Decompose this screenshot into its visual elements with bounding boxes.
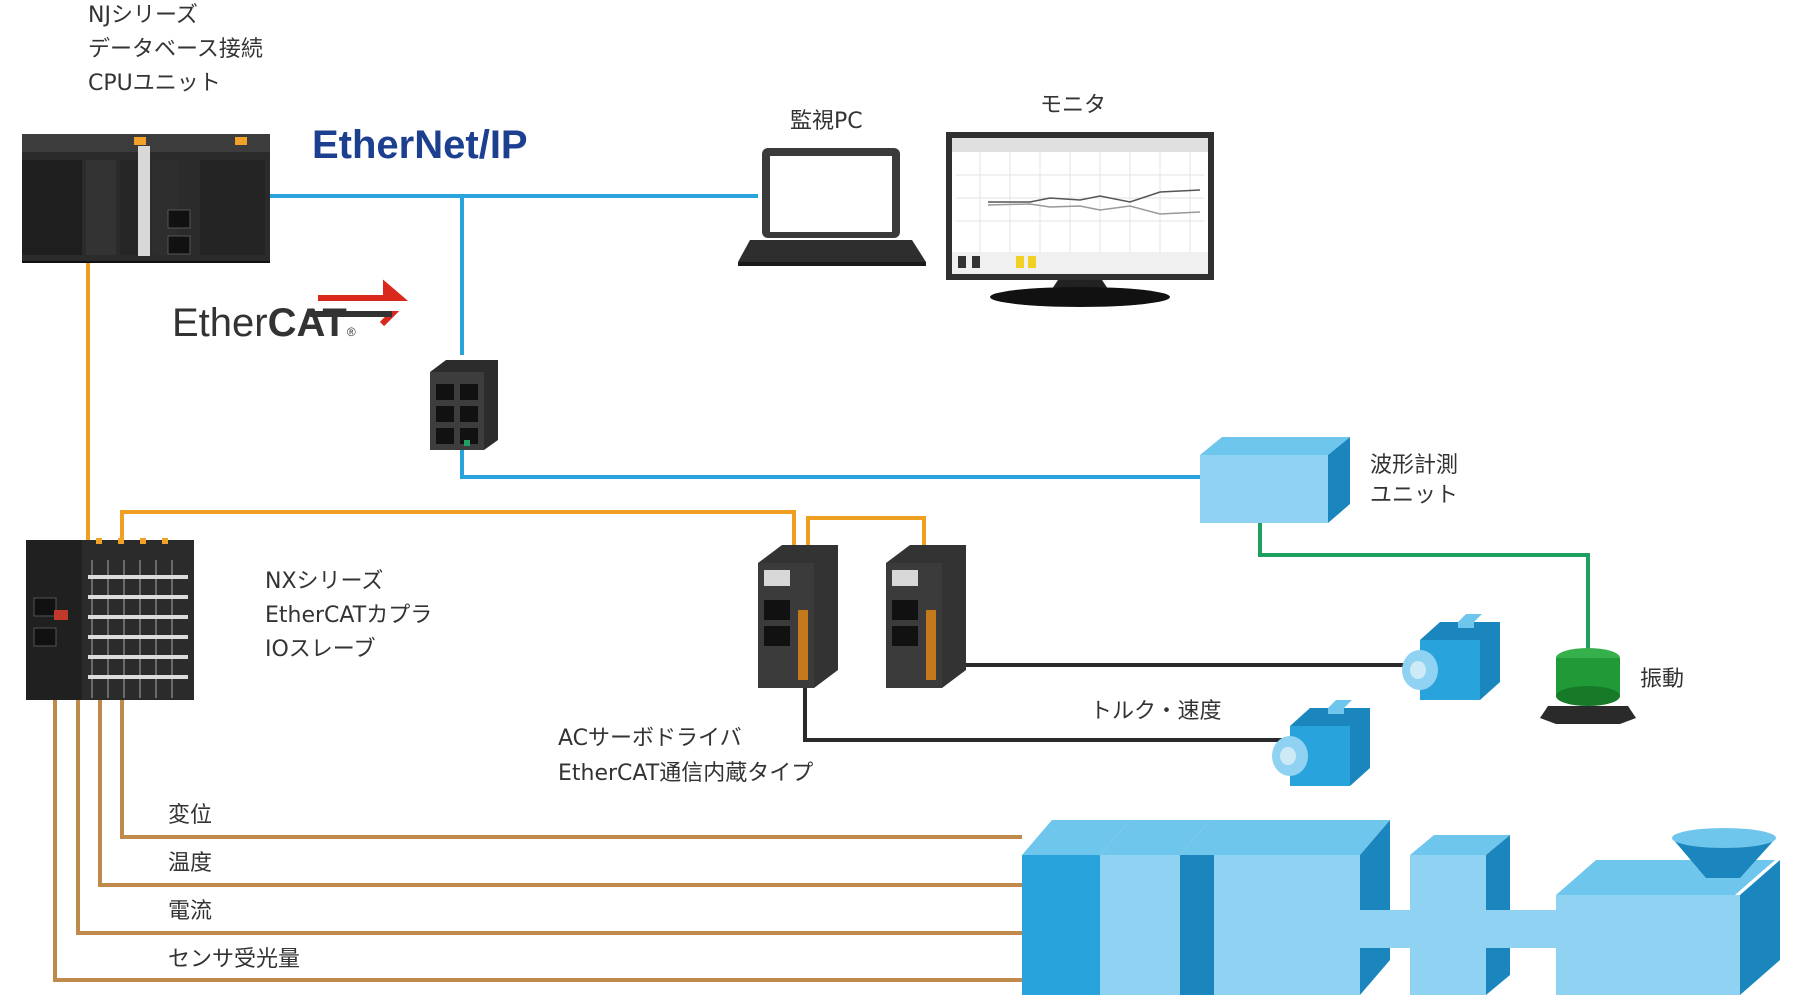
ethercat-logo: EtherCAT® bbox=[172, 279, 409, 345]
ethercat-logo-reg: ® bbox=[347, 325, 356, 339]
servo-motor-icon-2 bbox=[1272, 700, 1370, 786]
ethercat-logo-thin: Ether bbox=[172, 301, 268, 345]
temperature-label: 温度 bbox=[168, 851, 212, 876]
monitor-label: モニタ bbox=[1040, 93, 1106, 118]
sensor-line-displacement bbox=[120, 700, 1022, 839]
io-slave-icon bbox=[26, 538, 194, 700]
wave-unit-label-line2: ユニット bbox=[1370, 483, 1458, 508]
ethernetip-logo: EtherNet/IP bbox=[312, 123, 528, 167]
servo-label-line1: ACサーボドライバ bbox=[558, 726, 742, 751]
laptop-icon bbox=[738, 148, 926, 266]
ethercat-line-servo-servo bbox=[806, 516, 926, 548]
ethercat-lines bbox=[86, 258, 926, 548]
sensor-lines bbox=[53, 700, 1022, 982]
injection-machine-icon bbox=[1022, 820, 1780, 995]
ethernet-lines bbox=[268, 194, 1200, 479]
current-label: 電流 bbox=[168, 899, 212, 924]
wave-unit-label-line1: 波形計測 bbox=[1370, 453, 1458, 478]
sensor-line-temperature bbox=[98, 700, 1022, 887]
nx-label-line1: NXシリーズ bbox=[265, 569, 383, 594]
nx-label-line3: IOスレーブ bbox=[265, 637, 376, 662]
vibration-sensor-icon bbox=[1540, 648, 1636, 724]
pc-label: 監視PC bbox=[790, 109, 863, 134]
nj-label-line2: データベース接続 bbox=[88, 37, 263, 62]
ethercat-logo-bold: CAT bbox=[268, 301, 347, 345]
cpu-unit-icon bbox=[22, 134, 270, 263]
measurement-unit-icon bbox=[1200, 437, 1350, 523]
servo-drive-icon-2 bbox=[886, 545, 966, 688]
switch-icon bbox=[430, 360, 498, 450]
nj-label-line1: NJシリーズ bbox=[88, 3, 198, 28]
motor-line-b bbox=[803, 675, 1290, 742]
monitor-icon bbox=[946, 132, 1214, 307]
servo-label-line2: EtherCAT通信内蔵タイプ bbox=[558, 761, 813, 786]
displacement-label: 変位 bbox=[168, 803, 212, 828]
nx-label-line2: EtherCATカプラ bbox=[265, 603, 432, 628]
sensor-line-current bbox=[76, 700, 1022, 935]
servo-motor-icon-1 bbox=[1402, 614, 1500, 700]
nj-label-line3: CPUユニット bbox=[88, 71, 221, 96]
vibration-label: 振動 bbox=[1640, 667, 1684, 692]
svg-text:EtherCAT®: EtherCAT® bbox=[172, 301, 356, 345]
ethercat-line-nx-servo bbox=[120, 510, 796, 548]
vibration-line bbox=[1258, 520, 1590, 655]
sensor-label: センサ受光量 bbox=[168, 947, 300, 972]
motor-lines bbox=[803, 663, 1420, 742]
torque-label: トルク・速度 bbox=[1090, 699, 1222, 724]
waveform-line bbox=[988, 189, 1201, 203]
ethernet-line-switch-wave bbox=[460, 450, 1200, 479]
sensor-line-sensor bbox=[53, 700, 1022, 982]
servo-drive-icon-1 bbox=[758, 545, 838, 688]
